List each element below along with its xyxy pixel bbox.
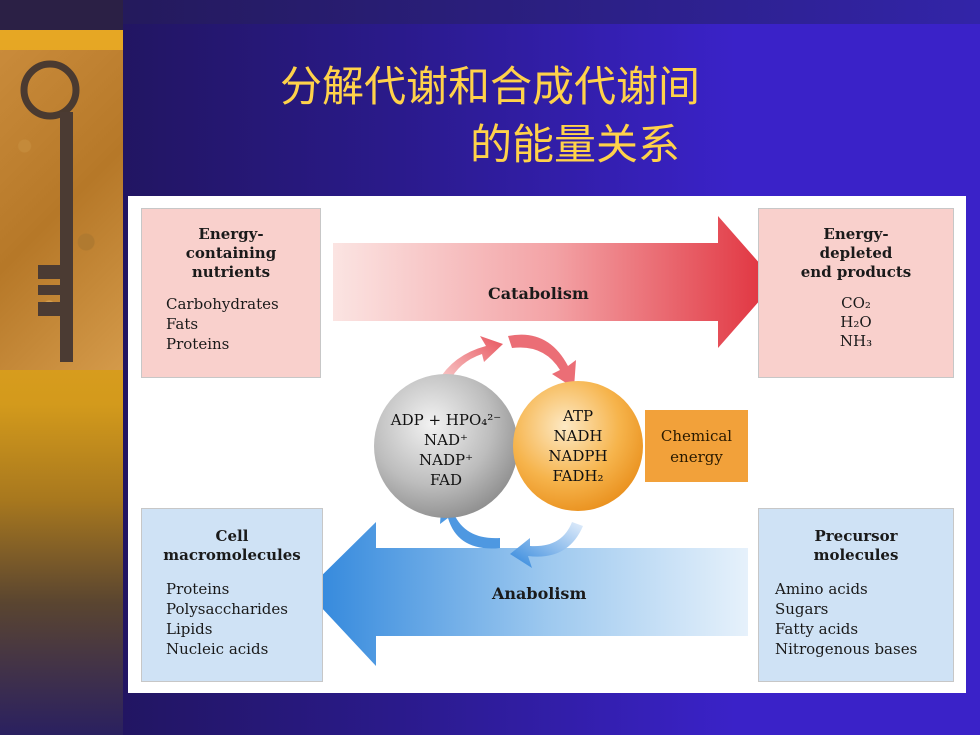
title-line-2: 的能量关系 <box>470 120 681 169</box>
circle-line: ADP + HPO₄²⁻ <box>390 411 502 429</box>
title-line-1: 分解代谢和合成代谢间 <box>280 62 701 111</box>
box-heading-line: macromolecules <box>163 546 301 564</box>
key-photo <box>0 50 123 370</box>
cycle-arrow-top <box>508 334 576 388</box>
left-strip-top <box>0 0 123 30</box>
diagram-panel: Energy- containing nutrients Carbohydrat… <box>128 196 966 693</box>
list-item: H₂O <box>840 313 872 331</box>
orange-circle-text: ATP NADH NADPH FADH₂ <box>518 406 638 486</box>
orange-circle <box>513 381 643 511</box>
chemical-energy-line: energy <box>670 448 723 466</box>
circle-line: FADH₂ <box>552 467 604 485</box>
chemical-energy-line: Chemical <box>660 427 733 445</box>
cell-macromolecules-box: Cell macromolecules Proteins Polysacchar… <box>141 508 323 682</box>
box-heading-line: Energy- <box>823 225 889 243</box>
circle-line: NAD⁺ <box>424 431 468 449</box>
list-item: Proteins <box>166 335 230 353</box>
anabolism-label: Anabolism <box>492 584 587 603</box>
box-heading-line: depleted <box>819 244 893 262</box>
list-item: Sugars <box>775 600 829 618</box>
list-item: Proteins <box>166 580 230 598</box>
circle-line: FAD <box>430 471 462 489</box>
circle-line: NADPH <box>548 447 608 465</box>
list-item: Fatty acids <box>775 620 859 638</box>
box-heading-line: Energy- <box>198 225 264 243</box>
slide-title: 分解代谢和合成代谢间 的能量关系 <box>230 58 870 174</box>
box-heading-line: nutrients <box>191 263 271 281</box>
list-item: NH₃ <box>839 332 873 350</box>
list-item: CO₂ <box>841 294 871 312</box>
box-heading-line: molecules <box>813 546 899 564</box>
box-heading-line: containing <box>185 244 277 262</box>
circle-line: NADP⁺ <box>419 451 473 469</box>
list-item: Amino acids <box>775 580 868 598</box>
energy-containing-nutrients-box: Energy- containing nutrients Carbohydrat… <box>141 208 321 378</box>
list-item: Fats <box>166 315 199 333</box>
list-item: Carbohydrates <box>166 295 279 313</box>
list-item: Nitrogenous bases <box>775 640 918 658</box>
precursor-molecules-box: Precursor molecules Amino acids Sugars F… <box>758 508 954 682</box>
catabolism-label: Catabolism <box>488 284 589 303</box>
energy-depleted-end-products-box: Energy- depleted end products CO₂ H₂O NH… <box>758 208 954 378</box>
cycle-arrow-down <box>510 522 583 568</box>
circle-line: ATP <box>562 407 594 425</box>
catabolism-arrow <box>333 216 776 348</box>
arrows-layer <box>306 216 776 666</box>
list-item: Lipids <box>166 620 213 638</box>
key-icon <box>20 60 80 362</box>
anabolism-arrow <box>306 522 748 666</box>
chemical-energy-box: Chemical energy <box>645 410 748 482</box>
gray-circle <box>374 374 518 518</box>
gray-circle-text: ADP + HPO₄²⁻ NAD⁺ NADP⁺ FAD <box>374 410 518 490</box>
box-heading-line: Cell <box>215 527 249 545</box>
box-heading-line: Precursor <box>814 527 898 545</box>
list-item: Nucleic acids <box>166 640 269 658</box>
box-heading-line: end products <box>800 263 912 281</box>
top-band <box>123 0 980 24</box>
circle-line: NADH <box>553 427 603 445</box>
list-item: Polysaccharides <box>166 600 288 618</box>
